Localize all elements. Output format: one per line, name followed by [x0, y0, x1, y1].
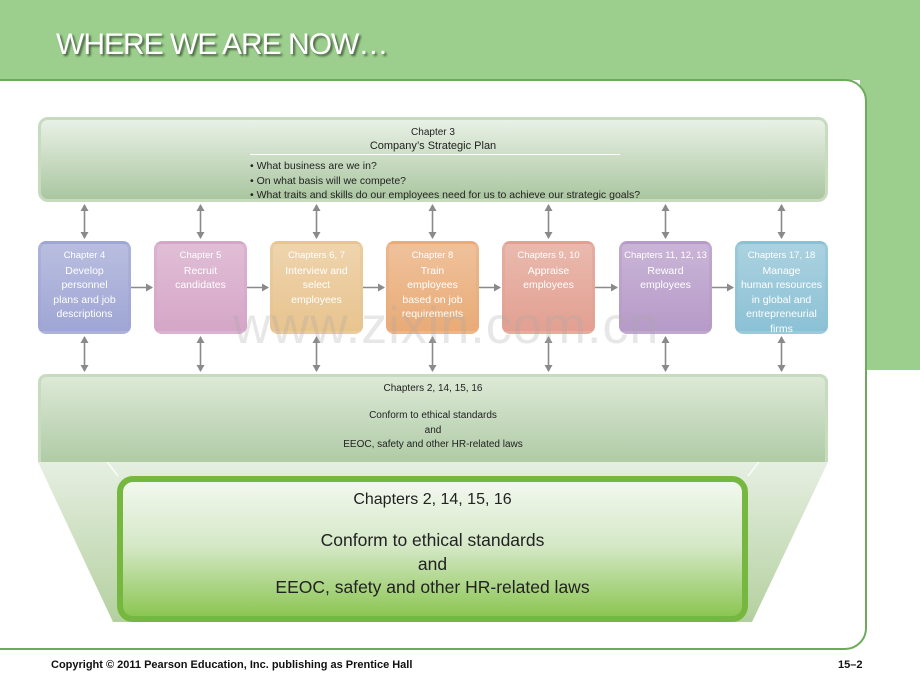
compliance-zoom-text: Conform to ethical standards and EEOC, s…	[275, 530, 590, 597]
step-box-personnel-plans: Chapter 4 Develop personnel plans and jo…	[38, 241, 131, 334]
step-chapter: Chapters 9, 10	[517, 250, 580, 261]
compliance-zoom-chapter: Chapters 2, 14, 15, 16	[353, 491, 512, 508]
step-label: Manage human resources in global and ent…	[740, 264, 823, 335]
step-box-reward: Chapters 11, 12, 13 Reward employees	[619, 241, 712, 334]
compliance-zoom-box: Chapters 2, 14, 15, 16 Conform to ethica…	[117, 476, 748, 622]
step-label: Train employees based on job requirement…	[401, 264, 464, 321]
strategic-plan-questions: • What business are we in? • On what bas…	[250, 159, 640, 203]
compliance-box: Chapters 2, 14, 15, 16 Conform to ethica…	[38, 374, 828, 462]
step-box-interview-select: Chapters 6, 7 Interview and select emplo…	[270, 241, 363, 334]
step-box-global-hr: Chapters 17, 18 Manage human resources i…	[735, 241, 828, 335]
connector-arrows	[80, 204, 786, 372]
step-label: Recruit candidates	[175, 264, 226, 292]
footer-copyright: Copyright © 2011 Pearson Education, Inc.…	[51, 659, 413, 671]
step-box-train: Chapter 8 Train employees based on job r…	[386, 241, 479, 334]
step-chapter: Chapters 11, 12, 13	[624, 250, 707, 261]
step-chapter: Chapter 5	[179, 250, 222, 261]
step-chapter: Chapters 6, 7	[287, 250, 346, 261]
slide-title: WHERE WE ARE NOW…	[56, 28, 388, 61]
page-number: 15–2	[838, 659, 863, 671]
header-bar: WHERE WE ARE NOW…	[0, 0, 920, 80]
strategic-plan-box: Chapter 3 Company’s Strategic Plan • Wha…	[38, 117, 828, 202]
compliance-chapter: Chapters 2, 14, 15, 16	[383, 383, 483, 394]
watermark: www.zixin.com.cn	[233, 297, 660, 355]
question-item: • What traits and skills do our employee…	[250, 189, 641, 201]
strategic-plan-chapter: Chapter 3	[411, 127, 455, 138]
step-label: Reward employees	[640, 264, 691, 292]
step-box-appraise: Chapters 9, 10 Appraise employees	[502, 241, 595, 334]
question-item: • On what basis will we compete?	[250, 174, 406, 187]
step-chapter: Chapter 4	[63, 250, 106, 261]
step-chapter: Chapters 17, 18	[747, 250, 816, 261]
step-label: Develop personnel plans and job descript…	[53, 264, 116, 321]
question-item: • What business are we in?	[250, 160, 377, 172]
step-label: Interview and select employees	[285, 264, 348, 306]
compliance-text: Conform to ethical standards and EEOC, s…	[343, 410, 523, 450]
step-label: Appraise employees	[523, 264, 574, 292]
title-divider	[250, 154, 620, 155]
step-box-recruit: Chapter 5 Recruit candidates	[154, 241, 247, 334]
step-chapter: Chapter 8	[411, 250, 454, 261]
side-band	[860, 80, 920, 370]
strategic-plan-title: Company’s Strategic Plan	[369, 140, 497, 152]
